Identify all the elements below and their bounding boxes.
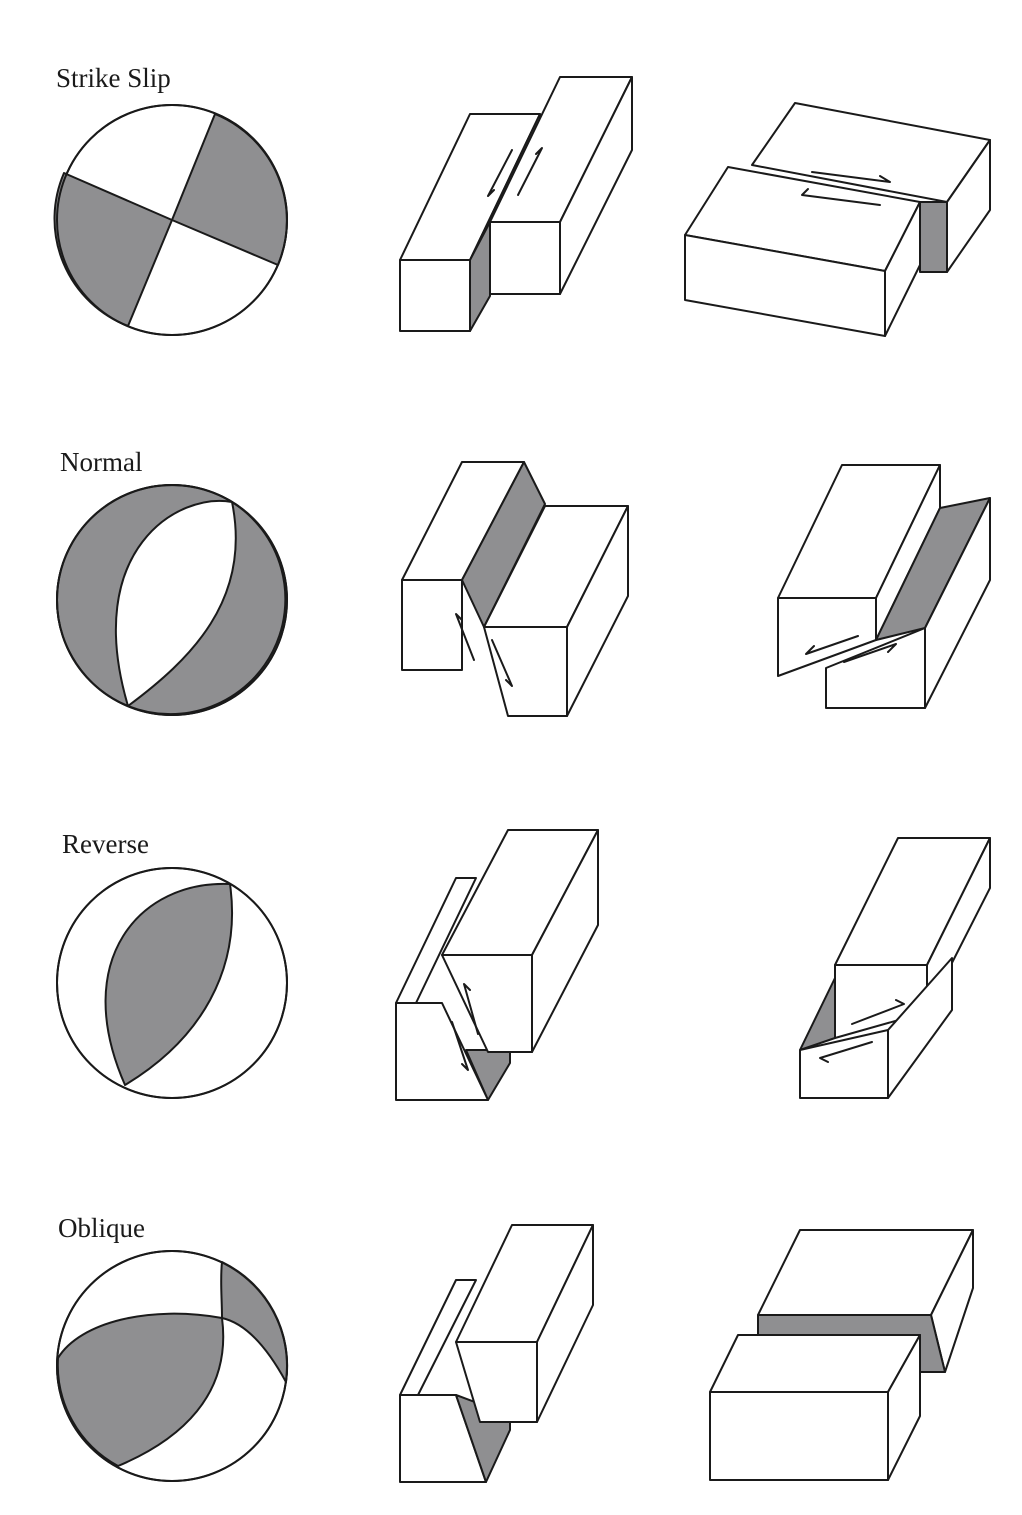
beachball-strike-slip — [53, 104, 288, 336]
row-label-reverse: Reverse — [62, 829, 149, 859]
block-diagram-strike-slip-a — [399, 76, 633, 332]
block-diagram-reverse-a — [395, 829, 599, 1101]
row-oblique: Oblique — [56, 1213, 974, 1483]
beachball-normal — [56, 484, 288, 716]
row-label-strike-slip: Strike Slip — [56, 63, 171, 93]
block-diagram-strike-slip-b — [684, 102, 991, 337]
row-label-oblique: Oblique — [58, 1213, 145, 1243]
beachball-reverse — [56, 867, 288, 1099]
row-label-normal: Normal — [60, 447, 142, 477]
row-normal: Normal — [56, 447, 991, 717]
block-diagram-normal-b — [777, 464, 991, 709]
block-diagram-reverse-b — [799, 837, 991, 1099]
block-diagram-oblique-b — [709, 1229, 974, 1481]
block-diagram-oblique-a — [399, 1224, 594, 1483]
row-strike-slip: Strike Slip — [53, 63, 991, 337]
beachball-oblique — [56, 1250, 289, 1482]
row-reverse: Reverse — [56, 829, 991, 1101]
block-diagram-normal-a — [401, 461, 629, 717]
